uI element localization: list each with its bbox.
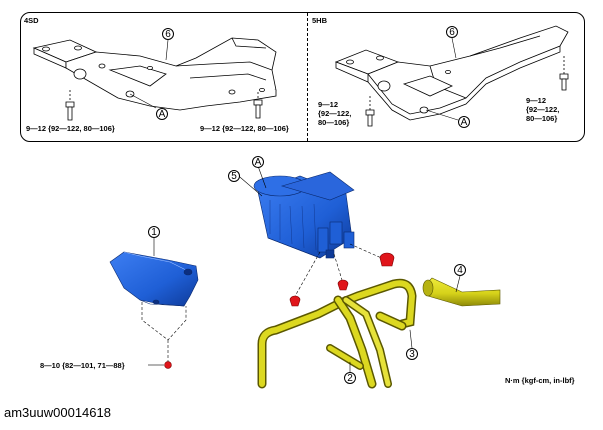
unit-note: N·m {kgf-cm, in-lbf} — [505, 376, 575, 385]
callout-part-4: 4 — [454, 264, 466, 276]
callout-part-3: 3 — [406, 348, 418, 360]
canister-part — [233, 165, 387, 299]
torque-label-5hb-left: 9—12 {92—122, 80—106} — [318, 100, 352, 127]
callout-part-1: 1 — [148, 226, 160, 238]
callout-ref-a-left: A — [156, 108, 168, 120]
torque-label-bracket: 8—10 {82—101, 71—88} — [40, 361, 125, 370]
variant-label-4sd: 4SD — [24, 16, 39, 25]
under-cover-5hb — [334, 25, 569, 127]
callout-ref-a-canister: A — [252, 156, 264, 168]
variant-label-5hb: 5HB — [312, 16, 328, 25]
hose-4 — [422, 275, 501, 307]
callout-part-5: 5 — [228, 170, 240, 182]
bracket-part — [109, 238, 199, 369]
callout-part-6-left: 6 — [162, 28, 174, 40]
pipe-assembly — [257, 278, 417, 389]
under-cover-4sd — [32, 37, 277, 121]
callout-part-2: 2 — [344, 372, 356, 384]
callout-ref-a-right: A — [458, 116, 470, 128]
callout-part-6-right: 6 — [446, 26, 458, 38]
torque-label-left-bolt: 9—12 {92—122, 80—106} — [26, 124, 115, 133]
figure-id: am3uuw00014618 — [4, 405, 111, 420]
inset-divider — [307, 13, 308, 141]
top-inset-frame — [20, 12, 585, 142]
torque-label-5hb-right: 9—12 {92—122, 80—106} — [526, 96, 560, 123]
hose-clips — [289, 252, 395, 307]
torque-label-right-bolt: 9—12 {92—122, 80—106} — [200, 124, 289, 133]
